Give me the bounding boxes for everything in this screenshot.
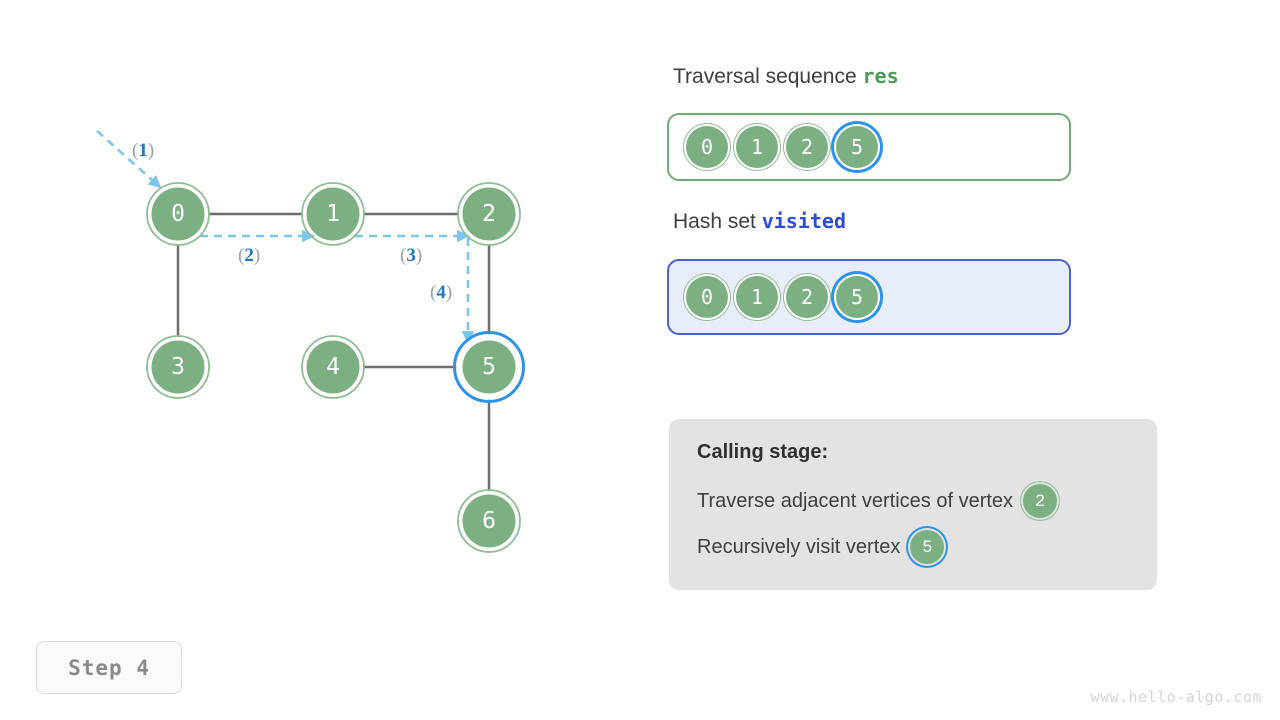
- graph-node-label: 3: [171, 354, 185, 380]
- graph-arrow-labels: (1) (2) (3) (4): [132, 140, 452, 303]
- chip-item: 1: [736, 276, 778, 318]
- graph-node: 2: [457, 182, 521, 246]
- visited-heading-prefix: Hash set: [673, 210, 756, 233]
- step-badge: Step 4: [36, 641, 182, 694]
- chip-item: 2: [786, 276, 828, 318]
- graph-node: 3: [146, 335, 210, 399]
- res-heading-prefix: Traversal sequence: [673, 65, 857, 88]
- traversal-arrow-label: (1): [132, 140, 154, 161]
- calling-stage-title: Calling stage:: [697, 441, 829, 463]
- graph-node-label: 6: [482, 508, 496, 534]
- chip-item: 0: [686, 126, 728, 168]
- graph-node-label: 1: [326, 201, 340, 227]
- visited-heading-varname: visited: [761, 209, 847, 233]
- graph-edges: [176, 212, 491, 491]
- traversal-arrow-label: (2): [238, 245, 260, 266]
- graph-svg: 0 1 2 3 4 5 6 (1) (2) (3) (4): [96, 130, 525, 553]
- graph-node-label: 2: [482, 201, 496, 227]
- calling-stage-panel: Calling stage: Traverse adjacent vertice…: [669, 419, 1157, 590]
- calling-stage-line-1-badge: 2: [1023, 484, 1058, 518]
- traversal-arrow-label: (4): [430, 282, 452, 303]
- traversal-arrow: [96, 130, 162, 189]
- res-heading-varname: res: [862, 64, 899, 88]
- chip-item: 0: [686, 276, 728, 318]
- graph-node-label: 5: [482, 354, 496, 380]
- watermark: www.hello-algo.com: [1090, 688, 1262, 706]
- graph-node: 5: [453, 331, 525, 403]
- traversal-arrow-label: (3): [400, 245, 422, 266]
- chip-item: 2: [786, 126, 828, 168]
- graph-node-label: 4: [326, 354, 340, 380]
- visited-panel-heading: Hash set visited: [673, 209, 846, 234]
- chip-item: 1: [736, 126, 778, 168]
- graph-diagram: 0 1 2 3 4 5 6 (1) (2) (3) (4): [0, 0, 620, 620]
- graph-node: 6: [457, 489, 521, 553]
- calling-stage-line-1-text: Traverse adjacent vertices of vertex: [697, 489, 1014, 512]
- graph-node: 0: [146, 182, 210, 246]
- calling-stage-line-2-badge: 5: [910, 530, 945, 564]
- graph-node: 4: [301, 335, 365, 399]
- calling-stage-line-2: Recursively visit vertex 5: [697, 530, 1131, 564]
- res-panel-heading: Traversal sequence res: [673, 64, 899, 89]
- graph-traversal-arrows: [96, 130, 475, 345]
- calling-stage-line-2-text: Recursively visit vertex: [697, 535, 901, 558]
- calling-stage-line-1: Traverse adjacent vertices of vertex 2: [697, 484, 1131, 518]
- chip-item: 5: [836, 276, 878, 318]
- graph-node: 1: [301, 182, 365, 246]
- chip-item: 5: [836, 126, 878, 168]
- graph-nodes: 0 1 2 3 4 5 6: [146, 182, 525, 553]
- graph-node-label: 0: [171, 201, 185, 227]
- step-badge-label: Step 4: [68, 655, 150, 680]
